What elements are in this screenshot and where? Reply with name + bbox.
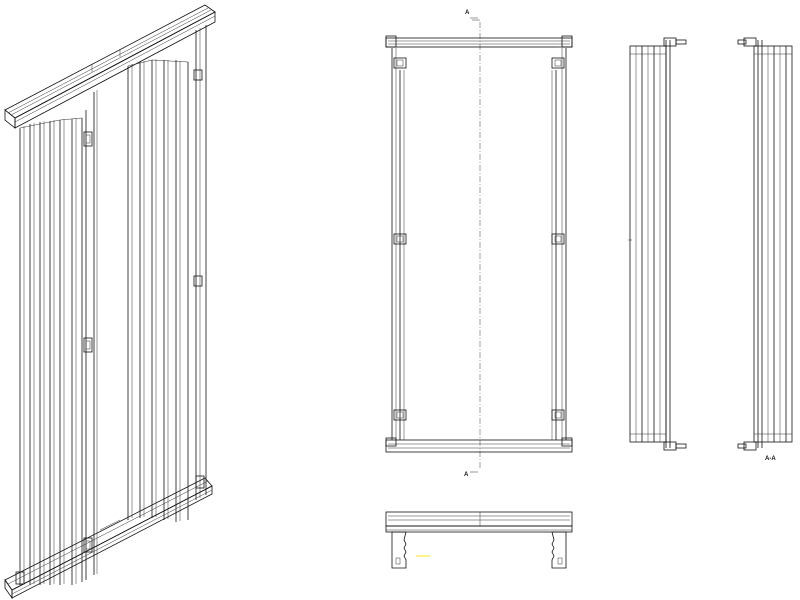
bottom-rail-iso [4, 477, 213, 600]
section-mark-bottom: A [464, 472, 469, 478]
right-slat-group [127, 25, 207, 522]
top-header-front [385, 35, 573, 48]
section-a-a: A-A [737, 37, 793, 462]
top-rail-iso [4, 4, 216, 129]
side-elevation [628, 37, 687, 451]
isometric-view [4, 4, 216, 600]
section-mark-top: A [465, 10, 470, 16]
front-elevation: A A [385, 10, 573, 478]
bottom-sill-front [385, 437, 573, 453]
section-label: A-A [765, 456, 776, 462]
plan-view-bottom [385, 511, 573, 569]
brackets-front [393, 57, 565, 421]
left-slat-group [19, 90, 98, 585]
frame-sides-front [391, 48, 567, 440]
